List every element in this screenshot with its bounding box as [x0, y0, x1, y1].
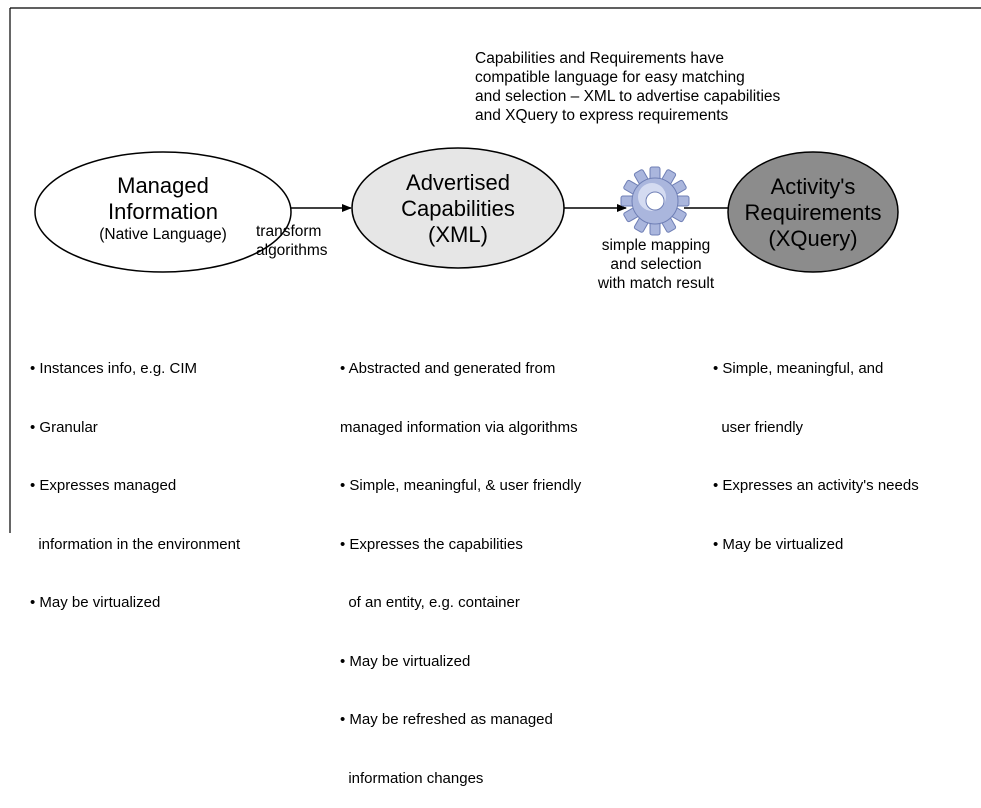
list-item: • Simple, meaningful, and: [713, 360, 884, 377]
transform-line: algorithms: [256, 242, 328, 259]
managed-line1: Managed: [117, 173, 209, 198]
managed-information-label: Managed Information (Native Language): [63, 173, 263, 244]
transform-label: transform algorithms: [256, 222, 328, 260]
advertised-line1: Advertised: [406, 170, 510, 195]
list-item: • May be virtualized: [713, 535, 844, 553]
mapping-line: with match result: [597, 275, 715, 292]
managed-bullet-list: • Instances info, e.g. CIM • Granular • …: [30, 320, 240, 632]
list-item: • May be virtualized: [30, 594, 161, 611]
list-item: • Expresses managed: [30, 477, 177, 494]
list-item: information in the environment: [30, 535, 241, 553]
gear-icon: [620, 166, 690, 236]
list-item: • Instances info, e.g. CIM: [30, 360, 197, 377]
activity-requirements-ellipse: [727, 151, 899, 273]
mapping-line: and selection: [610, 256, 702, 273]
advertised-line2: Capabilities: [401, 195, 515, 221]
diagram-canvas: [9, 7, 981, 533]
requirements-line1: Activity's: [770, 174, 856, 199]
top-note-line: Capabilities and Requirements have: [475, 50, 725, 67]
mapping-label: simple mapping and selection with match …: [588, 236, 724, 293]
activity-requirements-label: Activity's Requirements (XQuery): [728, 174, 898, 252]
top-note-line: and selection – XML to advertise capabil…: [475, 88, 781, 105]
mapping-line: simple mapping: [601, 237, 711, 254]
top-note: Capabilities and Requirements have compa…: [475, 49, 780, 125]
list-item: • May be refreshed as managed: [340, 711, 553, 728]
list-item: information changes: [340, 769, 484, 787]
list-item: • Expresses the capabilities: [340, 535, 523, 553]
list-item: • Abstracted and generated from: [340, 360, 556, 377]
advertised-line3: (XML): [428, 221, 488, 247]
requirements-bullet-list: • Simple, meaningful, and user friendly …: [713, 320, 919, 574]
transform-line: transform: [256, 223, 322, 240]
list-item: user friendly: [713, 418, 804, 436]
managed-line2: Information: [107, 198, 219, 224]
list-item: • Granular: [30, 418, 98, 436]
list-item: • Simple, meaningful, & user friendly: [340, 477, 582, 494]
managed-line3: (Native Language): [99, 225, 227, 243]
list-item: of an entity, e.g. container: [340, 594, 520, 611]
top-note-line: and XQuery to express requirements: [475, 107, 729, 124]
list-item: managed information via algorithms: [340, 418, 578, 436]
top-note-line: compatible language for easy matching: [475, 69, 745, 86]
requirements-line3: (XQuery): [768, 225, 858, 251]
advertised-bullet-list: • Abstracted and generated from managed …: [340, 320, 581, 808]
managed-information-ellipse: [34, 151, 292, 273]
requirements-line2: Requirements: [744, 199, 882, 225]
list-item: • Expresses an activity's needs: [713, 477, 919, 494]
advertised-capabilities-label: Advertised Capabilities (XML): [368, 170, 548, 248]
list-item: • May be virtualized: [340, 652, 471, 670]
